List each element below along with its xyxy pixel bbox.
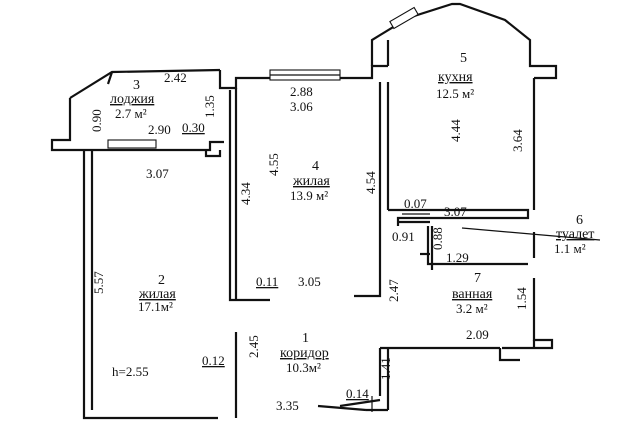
room-name: жилая: [138, 287, 176, 302]
dimension-label: 2.90: [148, 122, 171, 137]
room-3-label: 3 лоджия 2.7 м²: [110, 78, 155, 121]
dimension-label: 0.11: [256, 274, 278, 289]
room-name: лоджия: [110, 92, 155, 107]
room-6-label: 6 туалет 1.1 м²: [554, 213, 594, 256]
room-name: туалет: [556, 227, 594, 242]
dimension-label: 2.09: [466, 327, 489, 342]
dimension-label: 3.05: [298, 274, 321, 289]
dimension-label: 2.42: [164, 70, 187, 85]
dimension-label: 3.06: [290, 99, 313, 114]
room-number: 6: [576, 213, 583, 228]
room-1-label: 1 коридор 10.3м²: [280, 331, 329, 375]
room-number: 1: [302, 331, 309, 346]
room-number: 3: [133, 78, 140, 93]
room-name: жилая: [292, 174, 330, 189]
dimension-label: 1.35: [202, 95, 217, 118]
dimension-label: 1.54: [514, 287, 529, 310]
dimension-label: 0.07: [404, 196, 427, 211]
dimension-label: 3.07: [146, 166, 169, 181]
room-7-label: 7 ванная 3.2 м²: [452, 271, 493, 316]
room-2-label: 2 жилая 17.1м²: [138, 273, 176, 314]
dimension-label: 4.44: [448, 119, 463, 142]
dimension-label: 0.12: [202, 353, 225, 368]
dimension-label: 0.14: [346, 386, 369, 401]
room-number: 5: [460, 51, 467, 66]
dimension-label: 2.47: [386, 279, 401, 302]
room-number: 2: [158, 273, 165, 288]
room-4-label: 4 жилая 13.9 м²: [290, 159, 330, 203]
room-name: ванная: [452, 287, 493, 302]
windows: [107, 6, 419, 149]
room-area: 17.1м²: [138, 299, 173, 314]
dimension-label: 0.90: [89, 109, 104, 132]
walls: [50, 2, 558, 420]
ceiling-height: h=2.55: [112, 364, 149, 379]
leader-lines: [371, 213, 601, 412]
dimension-label: 4.54: [363, 171, 378, 194]
room-number: 4: [312, 159, 319, 174]
dimension-labels: 0.90 2.42 1.35 2.90 0.30 3.07 2.88 3.06 …: [89, 70, 529, 413]
room-area: 13.9 м²: [290, 188, 328, 203]
dimension-label: 3.35: [276, 398, 299, 413]
room-area: 1.1 м²: [554, 241, 586, 256]
dimension-label: 5.57: [91, 271, 106, 294]
dimension-label: 4.34: [238, 182, 253, 205]
room-name: кухня: [438, 70, 473, 85]
dimension-label: 2.88: [290, 84, 313, 99]
room-number: 7: [474, 271, 481, 286]
dimension-label: 3.64: [510, 129, 525, 152]
room-area: 2.7 м²: [115, 106, 147, 121]
room-5-label: 5 кухня 12.5 м²: [436, 51, 474, 101]
room-area: 3.2 м²: [456, 301, 488, 316]
room-labels: 3 лоджия 2.7 м² 5 кухня 12.5 м² 4 жилая …: [110, 51, 594, 375]
room-area: 10.3м²: [286, 360, 321, 375]
dimension-label: 3.07: [444, 204, 467, 219]
room-name: коридор: [280, 346, 329, 361]
dimension-label: 1.41: [378, 357, 393, 380]
dimension-label: 1.29: [446, 250, 469, 265]
room-area: 12.5 м²: [436, 86, 474, 101]
dimension-label: 0.88: [430, 227, 445, 250]
dimension-label: 0.30: [182, 120, 205, 135]
dimension-label: 2.45: [246, 335, 261, 358]
dimension-label: 4.55: [266, 153, 281, 176]
dimension-label: 0.91: [392, 229, 415, 244]
